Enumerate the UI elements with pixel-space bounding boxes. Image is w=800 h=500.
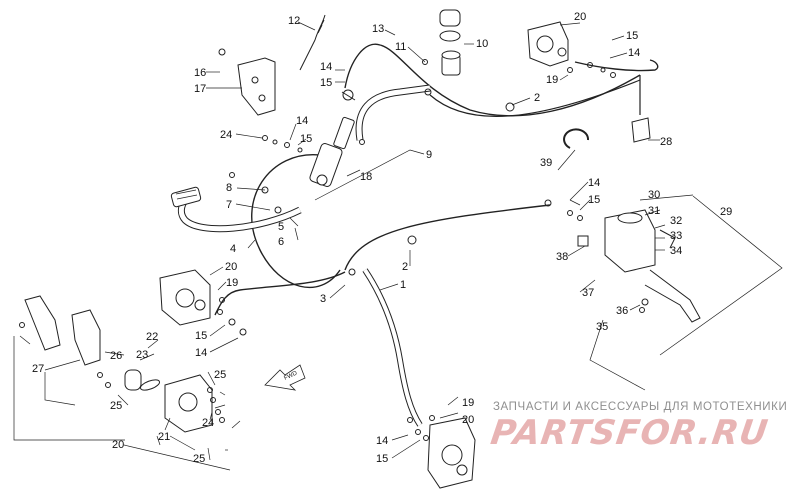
leader-lines — [13, 21, 783, 471]
callout-30: 30 — [648, 189, 660, 201]
front-master-cylinder-29 — [577, 209, 701, 323]
brake-line-9 — [355, 79, 641, 141]
callout-8: 8 — [226, 182, 232, 194]
clip-28 — [631, 117, 651, 143]
fwd-arrow — [264, 364, 306, 391]
callout-39: 39 — [540, 157, 552, 169]
rear-master-cylinder — [309, 89, 356, 187]
callout-13: 13 — [372, 23, 384, 35]
callout-15: 15 — [195, 330, 207, 342]
callout-16: 16 — [194, 67, 206, 79]
callout-26: 26 — [110, 350, 122, 362]
callout-17: 17 — [194, 83, 206, 95]
callout-27: 27 — [32, 363, 44, 375]
callout-24: 24 — [202, 417, 214, 429]
fittings — [97, 59, 649, 441]
brake-line-13 — [344, 43, 641, 117]
caliper-20-bottom — [427, 417, 476, 489]
callout-36: 36 — [616, 305, 628, 317]
callout-5: 5 — [278, 221, 284, 233]
callout-20: 20 — [574, 11, 586, 23]
callout-20: 20 — [225, 261, 237, 273]
callout-35: 35 — [596, 321, 608, 333]
callout-34: 34 — [670, 245, 682, 257]
callout-14: 14 — [195, 347, 207, 359]
callout-11: 11 — [395, 41, 406, 53]
callout-9: 9 — [426, 149, 432, 161]
callout-15: 15 — [376, 453, 388, 465]
callout-4: 4 — [230, 243, 236, 255]
callout-38: 38 — [556, 251, 568, 263]
callout-18: 18 — [360, 171, 372, 183]
callout-19: 19 — [462, 397, 474, 409]
callout-14: 14 — [376, 435, 388, 447]
callout-19: 19 — [226, 277, 238, 289]
caliper-20-left — [159, 269, 211, 326]
callout-14: 14 — [320, 61, 332, 73]
callout-28: 28 — [660, 136, 672, 148]
watermark-logo: PARTSFOR.RU — [488, 413, 771, 453]
callout-2: 2 — [402, 261, 408, 273]
callout-20: 20 — [112, 439, 124, 451]
brake-line-main-loop — [214, 154, 551, 316]
callout-14: 14 — [296, 115, 308, 127]
callout-15: 15 — [626, 30, 638, 42]
callout-12: 12 — [288, 15, 300, 27]
callout-3: 3 — [320, 293, 326, 305]
callout-15: 15 — [300, 133, 312, 145]
callout-25: 25 — [193, 453, 205, 465]
bracket-17 — [218, 48, 276, 116]
callout-25: 25 — [214, 369, 226, 381]
callout-14: 14 — [628, 47, 640, 59]
callout-1: 1 — [400, 279, 406, 291]
caliper-21 — [124, 369, 213, 433]
callout-24: 24 — [220, 129, 232, 141]
callout-23: 23 — [136, 349, 148, 361]
callout-32: 32 — [670, 215, 682, 227]
bracket-27 — [19, 295, 101, 366]
callout-labels: 12 13 11 10 16 17 14 15 20 15 14 19 2 28… — [32, 11, 732, 465]
callout-37: 37 — [582, 287, 594, 299]
brake-pedal-4 — [170, 186, 302, 233]
brake-line-1 — [362, 268, 423, 427]
callout-25: 25 — [110, 400, 122, 412]
callout-15: 15 — [320, 77, 332, 89]
ring-39 — [563, 128, 590, 149]
callout-31: 31 — [648, 205, 660, 217]
callout-29: 29 — [720, 206, 732, 218]
watermark-tagline: ЗАПЧАСТИ И АКСЕССУАРЫ ДЛЯ МОТОТЕХНИКИ — [493, 401, 788, 413]
callout-33: 33 — [670, 230, 682, 242]
callout-21: 21 — [158, 431, 170, 443]
callout-7: 7 — [226, 199, 232, 211]
callout-20: 20 — [462, 414, 474, 426]
callout-15: 15 — [588, 194, 600, 206]
callout-10: 10 — [476, 38, 488, 50]
spring-12 — [299, 14, 326, 71]
callout-14: 14 — [588, 177, 600, 189]
fwd-label: FWD — [283, 370, 299, 381]
brake-line-upper-right — [574, 59, 659, 115]
callout-22: 22 — [146, 331, 158, 343]
reservoir-10 — [439, 9, 461, 76]
callout-2: 2 — [534, 92, 540, 104]
callout-6: 6 — [278, 236, 284, 248]
caliper-20-top — [527, 21, 569, 67]
callout-19: 19 — [546, 74, 558, 86]
